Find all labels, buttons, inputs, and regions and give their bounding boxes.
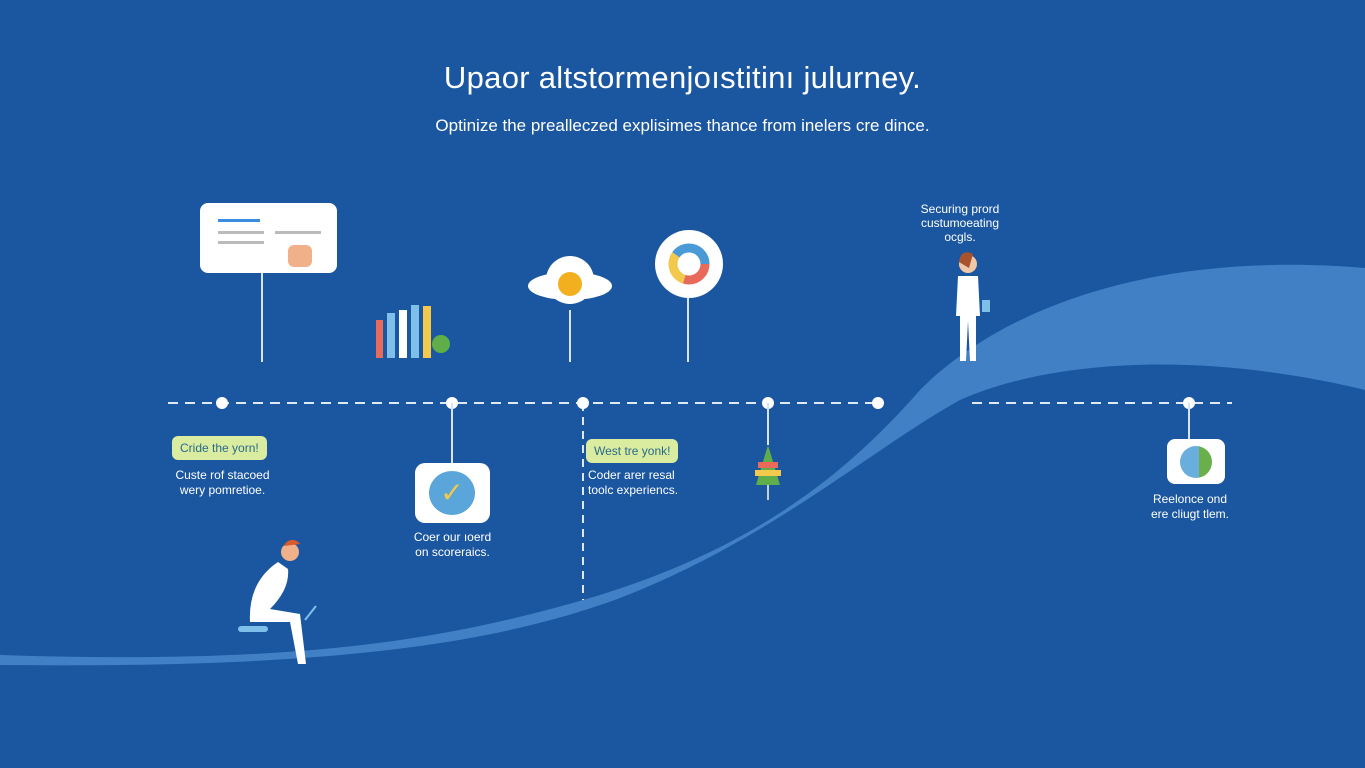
sun-cloud-icon [528,256,612,304]
donut-chart-icon [655,230,723,298]
checkmark-icon: ✓ [429,471,475,515]
presentation-board-icon [200,203,337,273]
stage-3-pill: West tre yonk! [586,439,679,463]
journey-curve [0,264,1365,666]
person-sitting-illustration [238,539,317,664]
person-walking-illustration [956,252,990,361]
page-title: Upaor altstormenjoıstitinı julurney. [443,60,922,95]
globe-icon [1180,446,1212,478]
cone-icon [755,445,781,500]
page-subtitle: Optinize the prealleczed explisimes than… [435,116,930,135]
checkmark-card: ✓ [415,463,490,523]
stage-1-pill: Cride the yorn! [172,436,267,460]
bar-chart-icon [376,305,450,358]
globe-card [1167,439,1225,484]
